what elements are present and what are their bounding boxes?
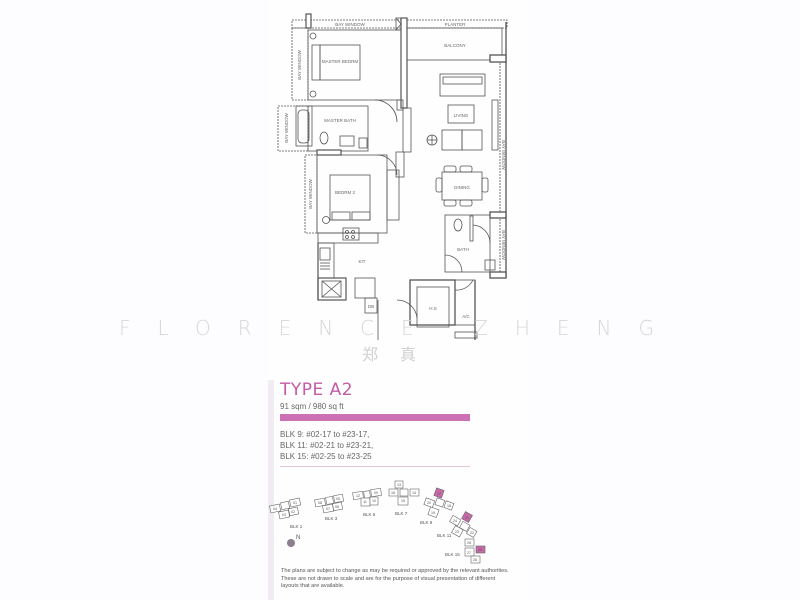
unit-label-highlighted: 21 <box>465 516 469 520</box>
unit-label: 10 <box>372 499 376 503</box>
label-bay-window-right: BAY WINDOW <box>501 140 506 170</box>
label-master-bath: MASTER BATH <box>324 118 356 123</box>
label-hs: H.S <box>429 306 437 311</box>
block-label: BLK 9 <box>420 520 433 525</box>
unit-label: 27 <box>467 551 471 555</box>
block-label: BLK 7 <box>395 511 408 516</box>
label-living: LIVING <box>454 113 469 118</box>
label-bath: BATH <box>457 247 469 252</box>
label-kit: KIT <box>358 259 365 264</box>
unit-label: 04 <box>273 507 277 511</box>
page-edge-shade <box>268 380 274 600</box>
unit-label: 18 <box>447 504 451 508</box>
unit-label: 26 <box>473 558 477 562</box>
unit-label: 09 <box>374 491 378 495</box>
unit-label: 23 <box>455 530 459 534</box>
block-label: BLK 3 <box>325 516 338 521</box>
key-plan-drawing: 04 01 03 02 08 05 07 06 12 09 11 10 13 1… <box>269 480 486 564</box>
watermark-chinese: 郑真 <box>361 345 438 364</box>
unit-label: 03 <box>282 513 286 517</box>
unit-label: 22 <box>470 531 474 535</box>
unit-list: BLK 9: #02-17 to #23-17, BLK 11: #02-21 … <box>280 429 373 462</box>
unit-label: 07 <box>326 507 330 511</box>
unit-label: 06 <box>335 505 339 509</box>
label-bay-window-bedrm2: BAY WINDOW <box>308 178 313 208</box>
unit-label: 28 <box>467 541 471 545</box>
label-bay-window-top: BAY WINDOW <box>335 22 365 27</box>
unit-label: 01 <box>293 501 297 505</box>
unit-label-highlighted: 25 <box>478 548 482 552</box>
unit-type-title: TYPE A2 <box>280 380 354 400</box>
unit-label: 13 <box>397 483 401 487</box>
divider <box>280 466 470 467</box>
label-bay-window-master: BAY WINDOW <box>297 49 302 79</box>
label-dining: DINING <box>454 185 470 190</box>
label-bay-window-bath: BAY WINDOW <box>284 112 289 142</box>
unit-label: 08 <box>318 501 322 505</box>
label-balcony: BALCONY <box>444 43 466 48</box>
label-ac: A/C <box>462 314 470 319</box>
unit-label: 02 <box>291 510 295 514</box>
unit-area: 91 sqm / 980 sq ft <box>280 402 344 411</box>
unit-label: 24 <box>453 519 457 523</box>
unit-label: 12 <box>356 494 360 498</box>
watermark-text: FLORENCE ZHENG <box>119 316 681 340</box>
label-planter: PLANTER <box>445 22 467 27</box>
disclaimer-text: The plans are subject to change as may b… <box>281 568 509 589</box>
unit-list-item: BLK 11: #02-21 to #23-21, <box>280 441 374 450</box>
unit-label: 16 <box>391 491 395 495</box>
unit-label: 14 <box>412 491 416 495</box>
key-plan: 04 01 03 02 08 05 07 06 12 09 11 10 13 1… <box>265 475 505 565</box>
block-label: BLK 5 <box>363 512 376 517</box>
label-bay-window-bath2: BAY WINDOW <box>501 230 506 260</box>
unit-label: 11 <box>363 500 367 504</box>
label-db: DB <box>368 304 374 309</box>
unit-list-item: BLK 15: #02-25 to #23-25 <box>280 452 372 461</box>
block-label: BLK 1 <box>290 524 303 529</box>
unit-list-item: BLK 9: #02-17 to #23-17, <box>280 430 370 439</box>
block-label: BLK 15 <box>445 552 460 557</box>
floor-plan: BAY WINDOW PLANTER BALCONY MASTER BEDRM … <box>277 13 508 340</box>
unit-label: 20 <box>427 501 431 505</box>
unit-label-highlighted: 17 <box>437 492 441 496</box>
floor-plan-drawing: BAY WINDOW PLANTER BALCONY MASTER BEDRM … <box>277 13 508 340</box>
label-master-bedrm: MASTER BEDRM <box>322 59 359 64</box>
unit-label: 05 <box>336 497 340 501</box>
unit-label: 15 <box>401 499 405 503</box>
label-bedrm-2: BEDRM 2 <box>335 190 356 195</box>
compass-icon <box>287 539 295 547</box>
accent-bar <box>280 414 470 421</box>
compass-north-label: N <box>296 535 301 541</box>
unit-label: 19 <box>431 511 435 515</box>
block-label: BLK 11 <box>437 533 452 538</box>
